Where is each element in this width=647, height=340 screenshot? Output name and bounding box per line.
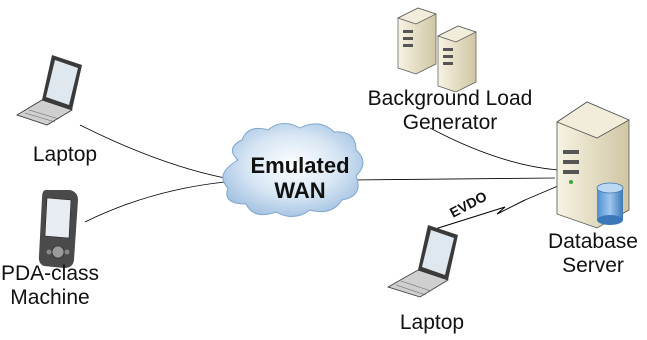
laptop-left-label: Laptop	[20, 143, 110, 167]
connection-lines	[79, 124, 566, 223]
laptop-left-label-text: Laptop	[32, 143, 98, 166]
link-bg-to-db	[429, 127, 559, 171]
wireless-bolt	[431, 199, 526, 231]
pda-icon	[38, 190, 78, 268]
background-load-label-line1: Background Load	[367, 87, 533, 110]
background-load-label-line2: Generator	[402, 111, 498, 134]
link-wan-to-db	[349, 177, 556, 181]
pda-label-line2: Machine	[10, 286, 90, 309]
wan-cloud-label: Emulated WAN	[220, 153, 380, 203]
pda-label: PDA-class Machine	[0, 262, 100, 310]
laptop-icon	[16, 55, 82, 126]
laptop-icon	[387, 225, 458, 298]
wan-cloud-label-line1: Emulated	[250, 153, 350, 178]
database-server-label-line1: Database	[548, 230, 638, 253]
database-cylinder-icon	[596, 182, 624, 225]
pda-label-line1: PDA-class	[0, 262, 100, 285]
laptop-bottom-label: Laptop	[382, 311, 482, 335]
wan-cloud-icon	[222, 123, 364, 217]
link-laptop-to-wan	[79, 124, 226, 179]
database-server-label-line2: Server	[562, 254, 624, 277]
background-load-label: Background Load Generator	[340, 87, 560, 135]
database-server-icon	[556, 101, 630, 229]
wan-cloud-label-line2: WAN	[274, 178, 326, 203]
background-load-servers-icon	[397, 7, 477, 93]
database-server-label: Database Server	[538, 230, 647, 278]
link-pda-to-wan	[84, 181, 226, 223]
laptop-bottom-label-text: Laptop	[399, 311, 465, 334]
